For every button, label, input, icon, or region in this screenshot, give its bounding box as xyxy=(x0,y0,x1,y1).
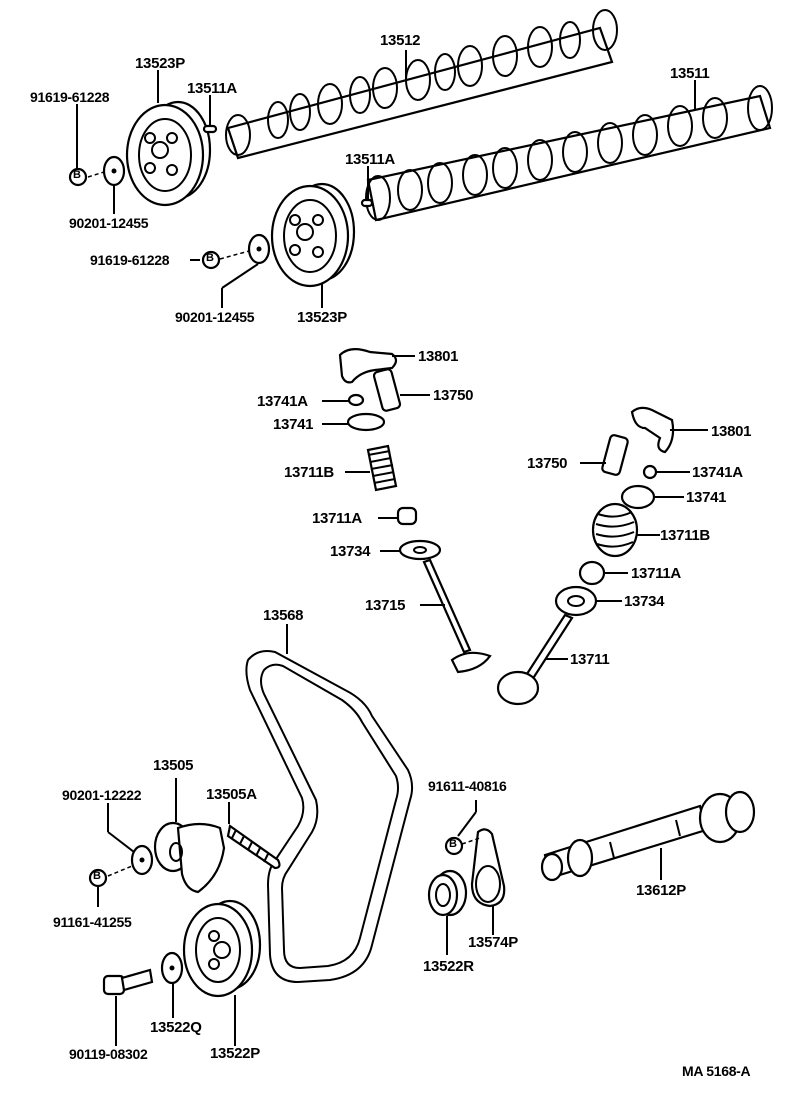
label-13522P: 13522P xyxy=(210,1045,260,1062)
label-90201-12455-mid: 90201-12455 xyxy=(175,309,255,325)
label-13750-left: 13750 xyxy=(433,387,474,404)
b-symbol-upper xyxy=(68,167,88,187)
label-13711B-right: 13711B xyxy=(660,527,710,544)
label-13612P: 13612P xyxy=(636,882,686,899)
label-13741-right: 13741 xyxy=(686,489,727,506)
left-valve-assembly xyxy=(338,348,492,674)
key-13511A-mid xyxy=(360,198,374,208)
label-13741-left: 13741 xyxy=(273,416,314,433)
label-13734-right: 13734 xyxy=(624,593,665,610)
b-symbol-text: B xyxy=(206,252,214,264)
label-13711B-left: 13711B xyxy=(284,464,334,481)
b-symbol-text: B xyxy=(449,838,457,850)
label-91619-61228-mid: 91619-61228 xyxy=(90,252,170,268)
b-symbol-mid xyxy=(201,250,221,270)
label-13801-right: 13801 xyxy=(711,423,752,440)
label-90201-12222: 90201-12222 xyxy=(62,787,142,803)
key-13511A-upper xyxy=(202,124,218,134)
plate-13574P xyxy=(470,828,506,908)
label-13568: 13568 xyxy=(263,607,304,624)
label-13574P: 13574P xyxy=(468,934,518,951)
label-13523P-lower: 13523P xyxy=(297,309,347,326)
label-13715: 13715 xyxy=(365,597,406,614)
label-13734-left: 13734 xyxy=(330,543,371,560)
label-90119-08302: 90119-08302 xyxy=(69,1046,148,1062)
label-91161-41255: 91161-41255 xyxy=(53,914,132,930)
label-13711A-right: 13711A xyxy=(631,565,681,582)
label-13505A: 13505A xyxy=(206,786,257,803)
label-13801-left: 13801 xyxy=(418,348,459,365)
label-13711A-left: 13711A xyxy=(312,510,362,527)
label-13741A-left: 13741A xyxy=(257,393,308,410)
label-13711: 13711 xyxy=(570,651,610,668)
timing-belt-13568 xyxy=(245,650,414,984)
label-13511A-mid: 13511A xyxy=(345,151,395,168)
label-13522R: 13522R xyxy=(423,958,474,975)
label-13512: 13512 xyxy=(380,32,421,49)
label-13522Q: 13522Q xyxy=(150,1019,202,1036)
label-13511A-upper: 13511A xyxy=(187,80,237,97)
label-13511: 13511 xyxy=(670,65,710,82)
label-13505: 13505 xyxy=(153,757,194,774)
tensioner-13505 xyxy=(153,821,281,894)
label-13523P-upper: 13523P xyxy=(135,55,185,72)
label-13750-right: 13750 xyxy=(527,455,568,472)
bolt-90119-08302 xyxy=(102,968,154,996)
cam-pulley-upper xyxy=(125,100,212,207)
label-90201-12455-upper: 90201-12455 xyxy=(69,215,149,231)
cam-pulley-lower xyxy=(270,182,356,288)
b-symbol-lower-left xyxy=(88,868,108,888)
label-91619-61228-upper: 91619-61228 xyxy=(30,89,110,105)
label-91611-40816: 91611-40816 xyxy=(428,778,507,794)
label-13741A-right: 13741A xyxy=(692,464,743,481)
camshaft-13511 xyxy=(365,85,773,222)
right-valve-assembly xyxy=(496,406,675,706)
b-symbol-lower-right xyxy=(444,836,464,856)
b-symbol-text: B xyxy=(93,870,101,882)
b-symbol-text: B xyxy=(73,169,81,181)
crank-pulley-13522P xyxy=(182,899,262,998)
oil-seal-13522R xyxy=(427,869,468,917)
diagram-code: MA 5168-A xyxy=(682,1063,751,1079)
oil-pump-shaft-13612P xyxy=(540,790,756,882)
camshaft-13512 xyxy=(225,9,618,160)
